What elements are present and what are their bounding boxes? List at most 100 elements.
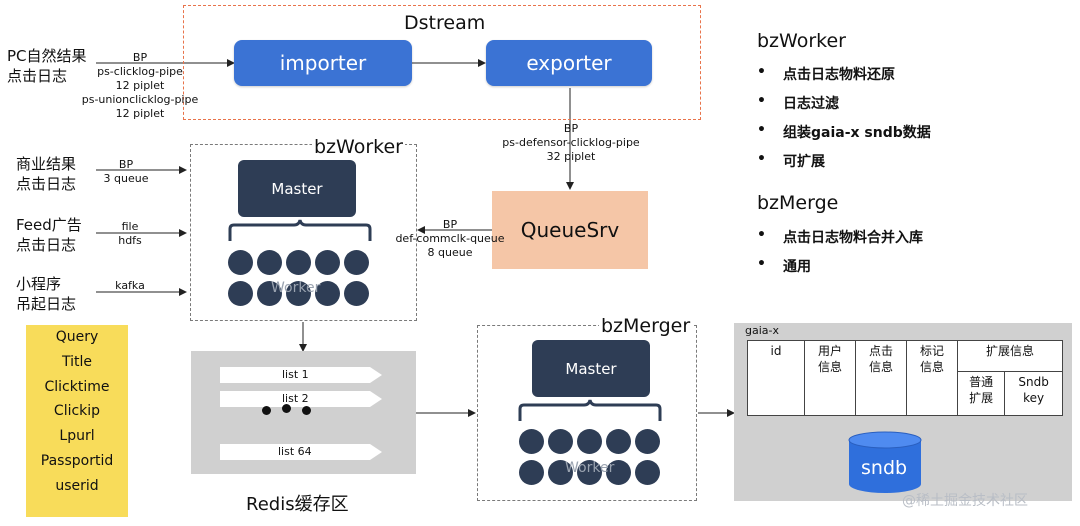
redis-list-arrowheads bbox=[370, 367, 382, 460]
edge-feed-label-1: file bbox=[121, 220, 139, 233]
note-bullet: • bbox=[757, 227, 766, 243]
bzworker-box-title: bzWorker bbox=[312, 136, 405, 158]
edge-pc-label: BP ps-clicklog-pipe 12 piplet ps-unioncl… bbox=[80, 51, 200, 121]
source-biz-label: 商业结果 点击日志 bbox=[16, 155, 77, 193]
edge-pc-label-1: BP bbox=[132, 51, 148, 64]
redis-list-64: list 64 bbox=[220, 444, 370, 460]
notes-merge-title: bzMerge bbox=[757, 192, 839, 214]
notes-worker-title: bzWorker bbox=[757, 30, 846, 52]
redis-caption: Redis缓存区 bbox=[246, 494, 349, 515]
bzworker-worker-dot bbox=[286, 281, 311, 306]
bzmerger-worker-dot bbox=[635, 460, 660, 485]
bzworker-worker-dot bbox=[315, 281, 340, 306]
note-item: 通用 bbox=[783, 259, 811, 275]
field-item: Clickip bbox=[53, 403, 101, 420]
redis-list-64-label: list 64 bbox=[278, 445, 312, 458]
gaia-schema-table: id 用户 信息 点击 信息 标记 信息 扩展信息 普通 扩展 Sndb key bbox=[747, 339, 1063, 416]
field-item: Title bbox=[61, 353, 92, 370]
bzmerger-worker-dot bbox=[635, 429, 660, 454]
dstream-title: Dstream bbox=[404, 12, 486, 34]
bzworker-worker-dot bbox=[344, 250, 369, 275]
redis-list-1: list 1 bbox=[220, 367, 370, 383]
importer-node: importer bbox=[234, 40, 412, 86]
edge-biz-label-2: 3 queue bbox=[103, 172, 149, 185]
field-item: userid bbox=[55, 477, 99, 494]
bzworker-worker-dot bbox=[315, 250, 340, 275]
bzmerger-worker-dot bbox=[519, 460, 544, 485]
bzworker-worker-dot bbox=[257, 250, 282, 275]
gaia-col-id: id bbox=[747, 340, 805, 416]
bzmerger-master: Master bbox=[532, 340, 650, 397]
gaia-sub-sndb: Sndb key bbox=[1004, 371, 1063, 416]
bzworker-worker-dot bbox=[257, 281, 282, 306]
bzworker-bracket bbox=[228, 219, 372, 241]
note-item: 组装gaia-x sndb数据 bbox=[783, 125, 931, 141]
source-feed-label: Feed广告 点击日志 bbox=[16, 216, 82, 254]
bzmerger-worker-label: Worker bbox=[565, 460, 615, 476]
bzmerger-box bbox=[477, 325, 697, 501]
bzmerger-bracket bbox=[518, 399, 662, 421]
gaia-col-click: 点击 信息 bbox=[855, 340, 907, 416]
gaia-sub-normal: 普通 扩展 bbox=[956, 371, 1006, 416]
note-bullet: • bbox=[757, 93, 766, 109]
edge-feed-label-2: hdfs bbox=[118, 234, 142, 247]
edge-queuesrv-label-3: 8 queue bbox=[427, 246, 473, 259]
edge-exporter-label-1: BP bbox=[563, 122, 579, 135]
edge-exporter-label-3: 32 piplet bbox=[546, 150, 596, 163]
field-item: Passportid bbox=[40, 453, 114, 469]
note-bullet: • bbox=[757, 151, 766, 167]
note-item: 可扩展 bbox=[783, 154, 825, 170]
edge-queuesrv-label-2: def-commclk-queue bbox=[395, 232, 505, 245]
bzworker-worker-dot bbox=[286, 250, 311, 275]
bzworker-worker-dot bbox=[228, 281, 253, 306]
edge-mini-label: kafka bbox=[100, 279, 160, 293]
redis-list-2: list 2 bbox=[220, 391, 370, 407]
note-item: 日志过滤 bbox=[783, 96, 839, 112]
field-item: Lpurl bbox=[59, 428, 95, 445]
gaia-title: gaia-x bbox=[745, 324, 779, 337]
dstream-box bbox=[183, 5, 701, 120]
bzmerger-worker-dot bbox=[548, 460, 573, 485]
bzmerger-worker-dot bbox=[519, 429, 544, 454]
watermark: @稀土掘金技术社区 bbox=[902, 493, 1028, 509]
bzmerger-worker-dot bbox=[606, 429, 631, 454]
bzmerger-worker-dot bbox=[577, 460, 602, 485]
note-bullet: • bbox=[757, 64, 766, 80]
redis-list-1-label: list 1 bbox=[282, 368, 309, 381]
bzmerger-worker-dot bbox=[548, 429, 573, 454]
source-mini-label: 小程序 吊起日志 bbox=[16, 275, 77, 313]
gaia-col-tag: 标记 信息 bbox=[906, 340, 958, 416]
bzmerger-box-title: bzMerger bbox=[599, 315, 693, 337]
gaia-col-ext: 扩展信息 bbox=[957, 339, 1063, 373]
gaia-col-user: 用户 信息 bbox=[804, 340, 856, 416]
edge-mini-label-1: kafka bbox=[115, 279, 145, 292]
edge-queuesrv-label-1: BP bbox=[442, 218, 458, 231]
sndb-cylinder bbox=[848, 431, 922, 493]
note-item: 点击日志物料合并入库 bbox=[783, 230, 923, 246]
bzworker-worker-dot bbox=[344, 281, 369, 306]
edge-biz-label: BP 3 queue bbox=[96, 158, 156, 186]
note-item: 点击日志物料还原 bbox=[783, 67, 895, 83]
bzworker-worker-dot bbox=[228, 250, 253, 275]
bzmerger-worker-dot bbox=[577, 429, 602, 454]
edge-queuesrv-label: BP def-commclk-queue 8 queue bbox=[390, 218, 510, 260]
note-bullet: • bbox=[757, 122, 766, 138]
edge-exporter-label: BP ps-defensor-clicklog-pipe 32 piplet bbox=[496, 122, 646, 164]
source-pc-label: PC自然结果 点击日志 bbox=[7, 47, 87, 85]
redis-list-2-label: list 2 bbox=[282, 392, 309, 405]
note-bullet: • bbox=[757, 256, 766, 272]
ellipsis-dot-1 bbox=[262, 406, 271, 415]
field-item: Query bbox=[55, 329, 99, 345]
field-item: Clicktime bbox=[44, 378, 110, 395]
sndb-label: sndb bbox=[861, 457, 908, 479]
bzworker-worker-label: Worker bbox=[271, 280, 321, 296]
edge-pc-label-5: 12 piplet bbox=[115, 107, 165, 120]
edge-feed-label: file hdfs bbox=[100, 220, 160, 248]
queuesrv-node: QueueSrv bbox=[492, 191, 648, 269]
bzworker-box bbox=[190, 144, 417, 321]
bzmerger-worker-dot bbox=[606, 460, 631, 485]
exporter-node: exporter bbox=[486, 40, 652, 86]
bzworker-master: Master bbox=[238, 160, 356, 217]
